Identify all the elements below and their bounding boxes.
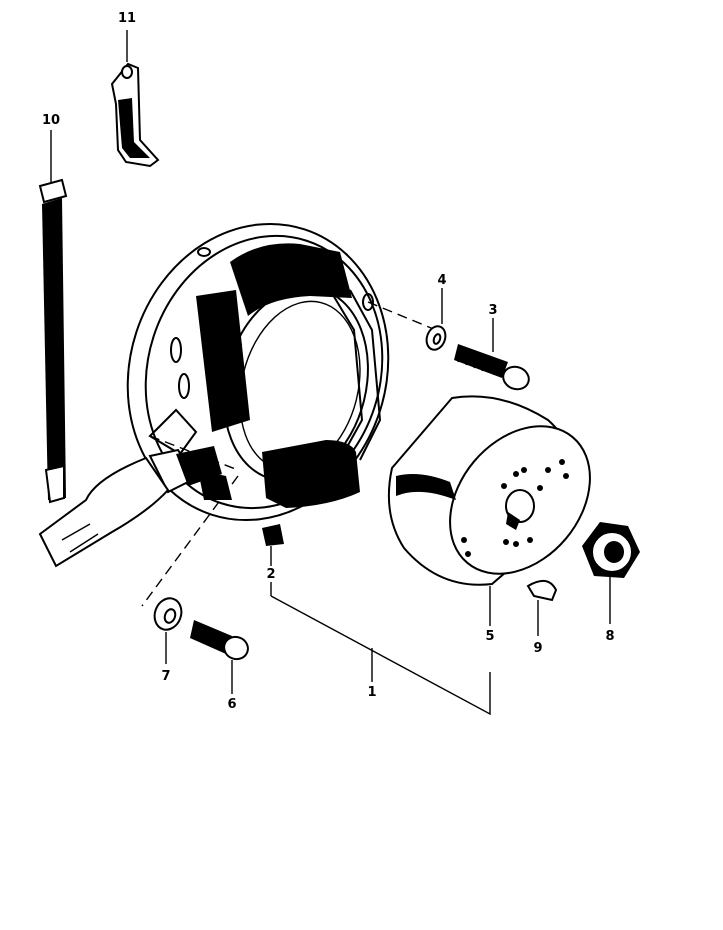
callout-4: 4 xyxy=(437,273,446,288)
callout-8: 8 xyxy=(605,629,614,644)
alignment-lines xyxy=(141,301,437,607)
callout-2: 2 xyxy=(266,567,275,582)
callout-labels: 11 10 4 3 2 5 9 8 1 7 6 xyxy=(42,11,615,712)
bolt-lower xyxy=(190,620,249,661)
leader-lines xyxy=(50,30,611,716)
callout-6: 6 xyxy=(227,697,236,712)
stator-assembly xyxy=(126,222,390,546)
callout-5: 5 xyxy=(485,629,494,644)
woodruff-key xyxy=(526,579,558,602)
callout-9: 9 xyxy=(533,641,542,656)
callout-7: 7 xyxy=(161,669,170,684)
wire-harness xyxy=(38,446,222,568)
washer-lower xyxy=(153,597,183,631)
callout-1: 1 xyxy=(367,685,376,700)
bolt-upper xyxy=(454,344,530,391)
washer-upper xyxy=(425,325,447,351)
callout-3: 3 xyxy=(488,303,497,318)
strap-part xyxy=(38,178,68,504)
nut xyxy=(582,522,640,578)
callout-10: 10 xyxy=(42,113,60,128)
rotor xyxy=(387,395,591,586)
clamp-part xyxy=(110,62,160,168)
callout-11: 11 xyxy=(118,11,136,26)
